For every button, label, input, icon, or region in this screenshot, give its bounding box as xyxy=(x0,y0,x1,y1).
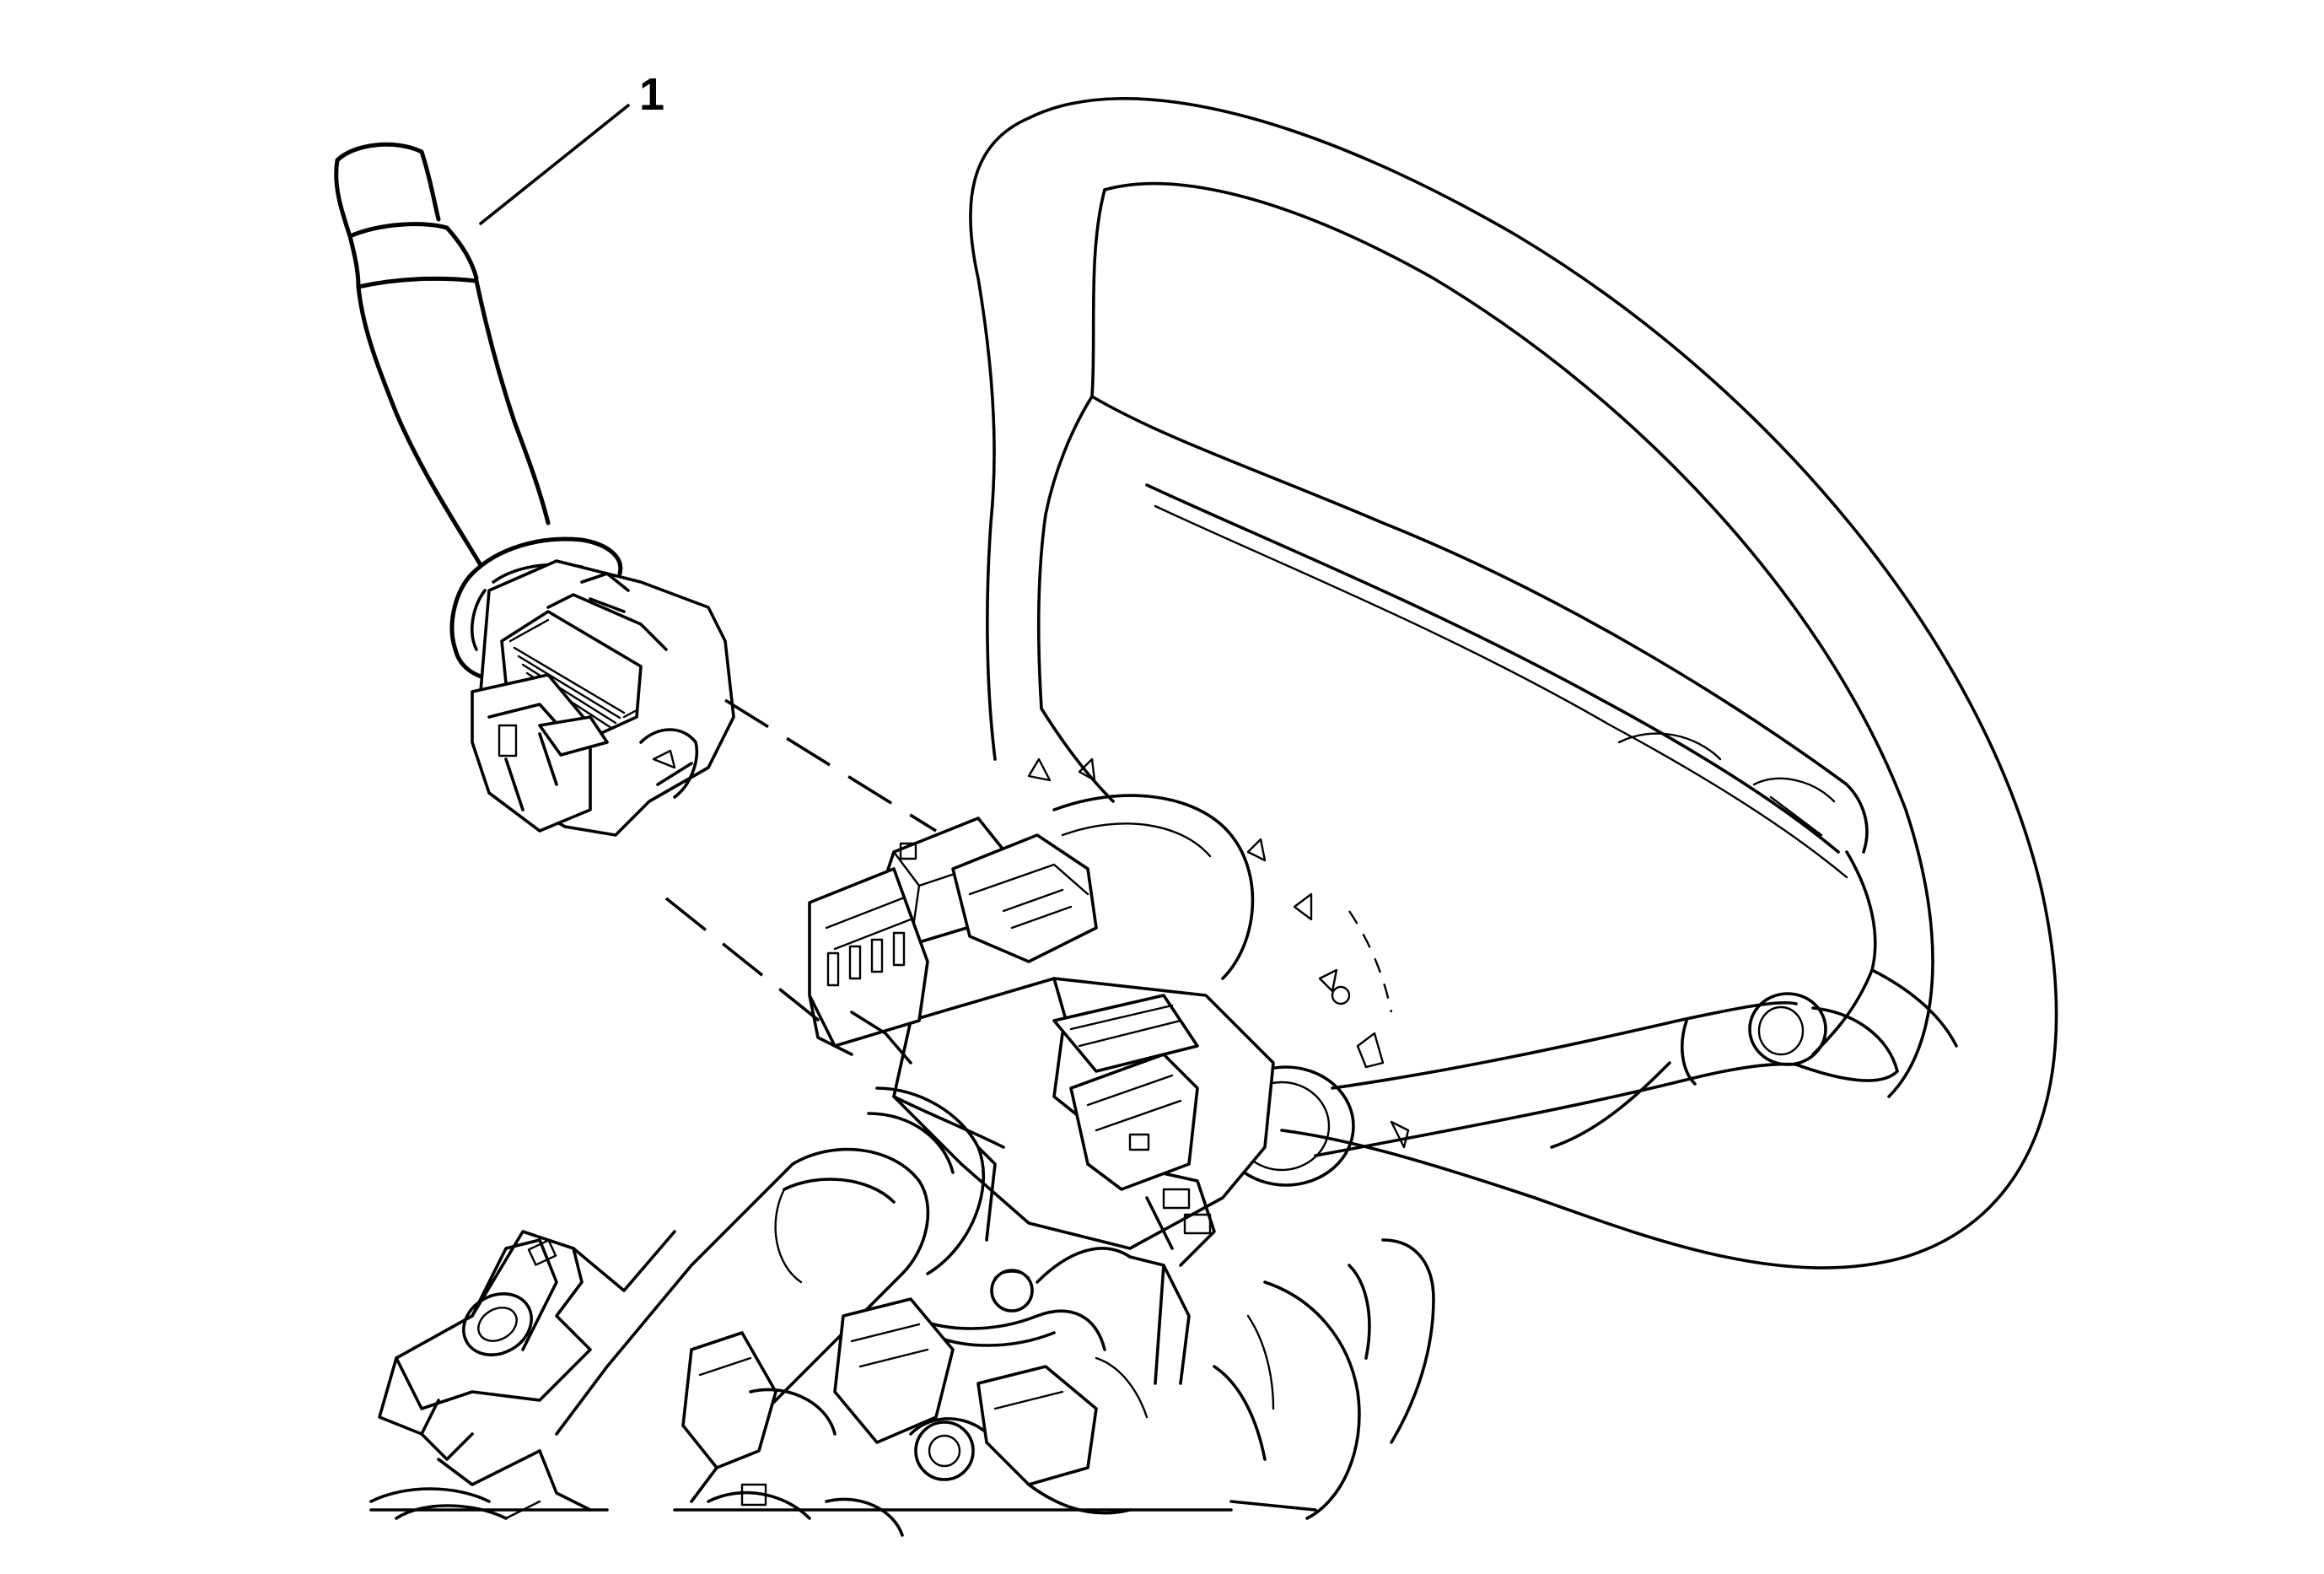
turn-signal-stalk xyxy=(334,142,735,837)
callout-label: 1 xyxy=(639,69,664,120)
callout-leader-line xyxy=(479,104,630,225)
switch-housing xyxy=(808,757,1410,1267)
steering-column xyxy=(369,1086,1435,1537)
steering-wheel xyxy=(969,97,2058,1269)
callout-1: 1 xyxy=(479,69,664,225)
right-stalk xyxy=(1217,992,1899,1187)
alignment-lines xyxy=(664,698,937,1035)
